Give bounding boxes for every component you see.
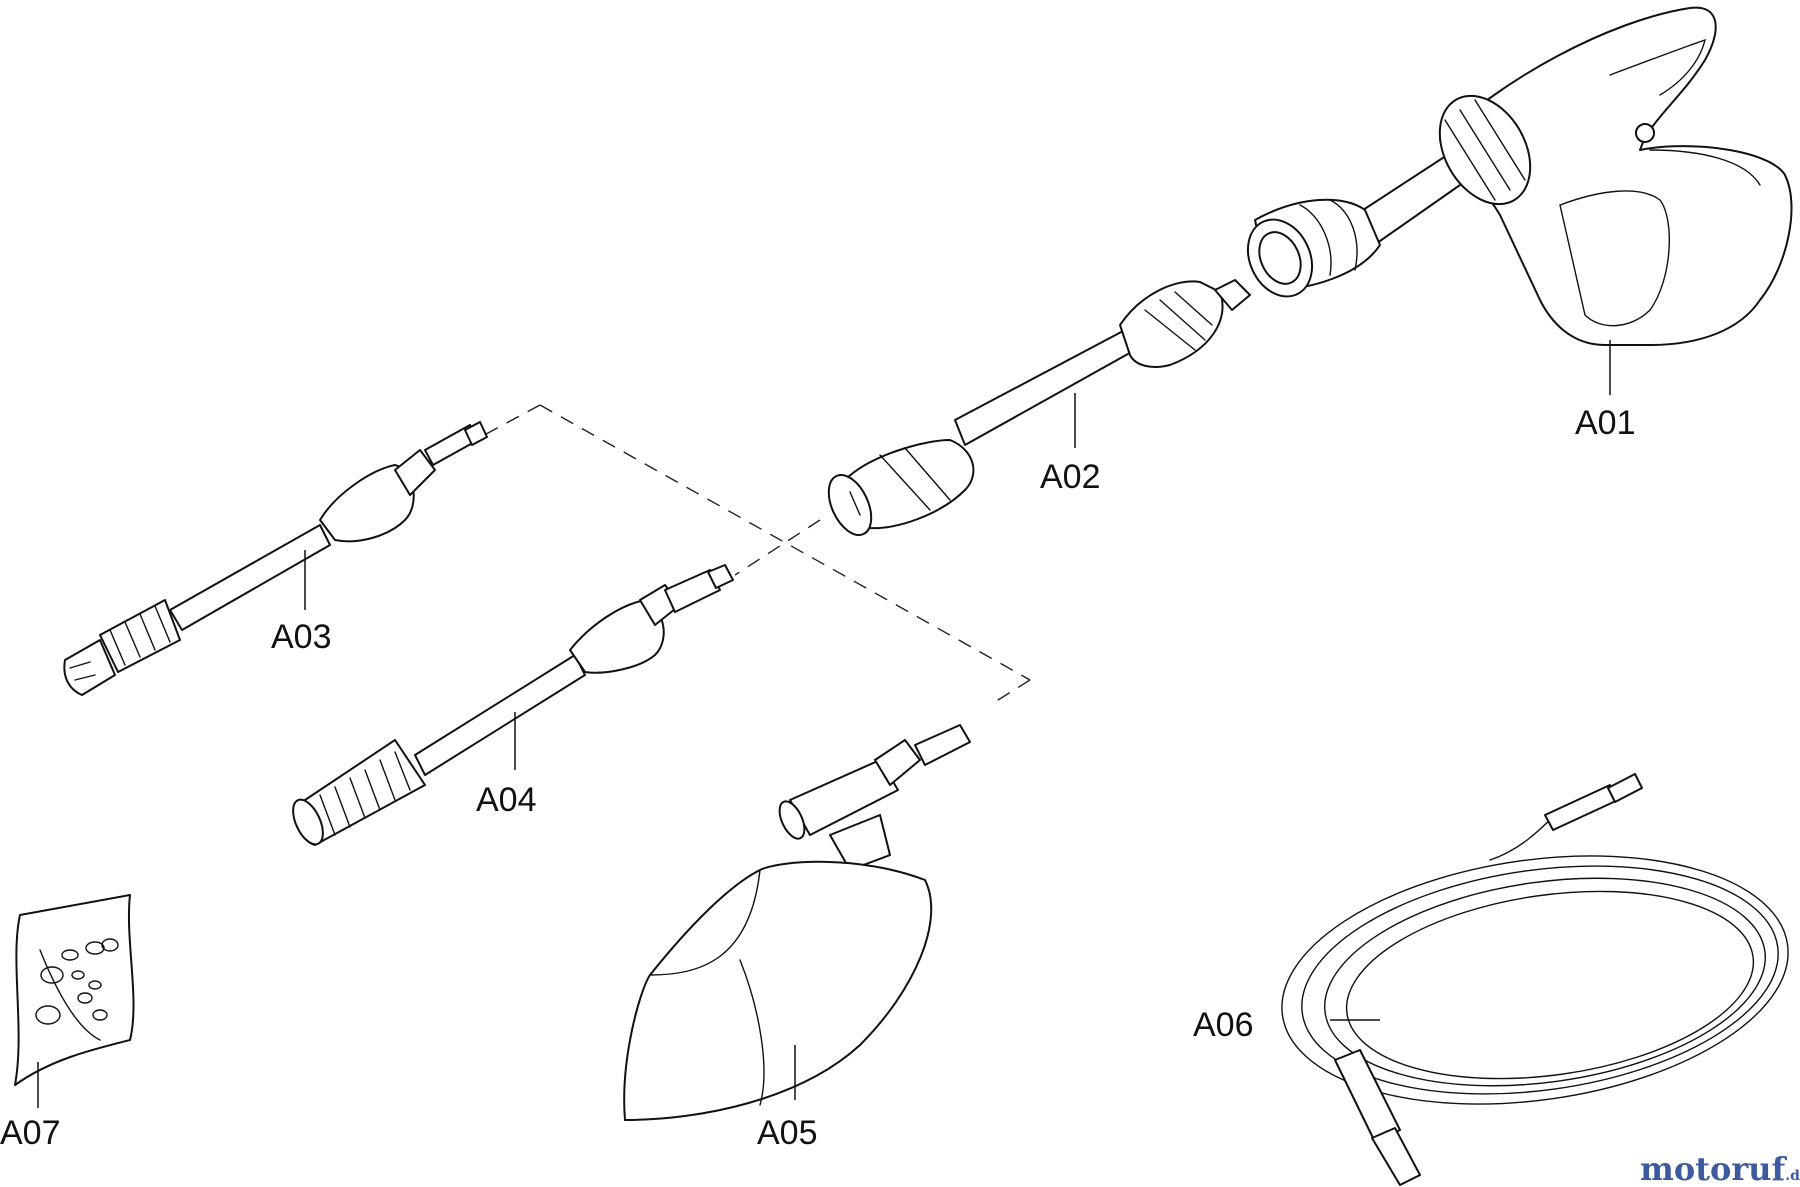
leader-lines	[37, 340, 1611, 1108]
label-a04: A04	[476, 781, 537, 819]
watermark-brand: motoruf	[1640, 1150, 1787, 1187]
label-a01: A01	[1575, 404, 1636, 442]
label-a07: A07	[0, 1114, 61, 1152]
svg-text:motoruf.de: motoruf.de	[1640, 1150, 1800, 1187]
part-labels: A01 A02 A03 A04 A05 A06 A07	[0, 404, 1636, 1152]
label-a06: A06	[1193, 1006, 1254, 1044]
vario-lance-part	[63, 421, 488, 696]
o-ring-bag-part	[14, 894, 135, 1086]
extension-lance-part	[827, 279, 1251, 536]
foam-nozzle-part	[623, 724, 971, 1121]
label-a03: A03	[271, 618, 332, 656]
label-a02: A02	[1040, 458, 1101, 496]
dirt-blaster-part	[292, 564, 734, 846]
watermark-logo: motoruf.de	[1640, 1150, 1800, 1187]
hose-part	[1281, 773, 1789, 1186]
watermark-tld: .de	[1785, 1168, 1800, 1184]
label-a05: A05	[757, 1114, 818, 1152]
trigger-gun-part	[1246, 6, 1793, 346]
